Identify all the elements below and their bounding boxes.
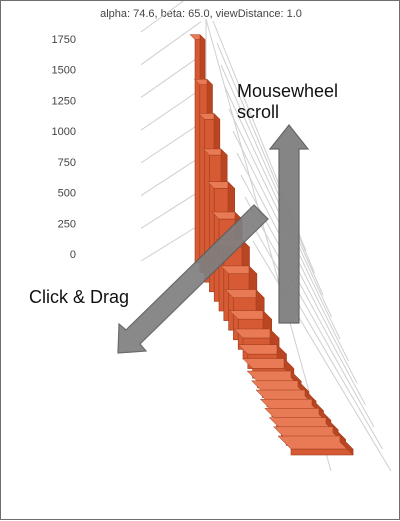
scroll-label-line2: scroll	[237, 102, 280, 122]
y-tick-label: 500	[58, 188, 76, 200]
horizontal-gridline	[140, 122, 202, 164]
view-status-text: alpha: 74.6, beta: 65.0, viewDistance: 1…	[100, 8, 302, 20]
y-tick-label: 750	[58, 157, 76, 169]
horizontal-gridline	[140, 223, 202, 262]
click-drag-arrow	[117, 204, 269, 354]
horizontal-gridline	[140, 1, 185, 33]
floor-gridline	[220, 64, 324, 296]
drag-arrow-icon	[117, 204, 269, 354]
y-tick-label: 1000	[52, 126, 76, 138]
floor-gridline	[244, 196, 375, 428]
mousewheel-scroll-label: Mousewheel scroll	[237, 81, 338, 123]
y-tick-label: 1500	[52, 65, 76, 77]
scroll-arrow-icon	[268, 124, 310, 324]
horizontal-gridline	[140, 88, 202, 131]
mousewheel-scroll-arrow	[268, 124, 310, 324]
scroll-label-line1: Mousewheel	[237, 81, 339, 101]
horizontal-gridline	[140, 156, 202, 196]
floor-gridline	[248, 218, 383, 450]
horizontal-gridline	[140, 21, 202, 66]
horizontal-gridline	[140, 189, 202, 229]
y-tick-label: 1250	[52, 95, 76, 107]
floor-gridline	[224, 86, 332, 318]
floor-gridline	[252, 240, 392, 472]
bar-21	[277, 435, 354, 456]
bar-series	[189, 33, 354, 456]
y-tick-label: 0	[70, 249, 76, 261]
y-tick-label: 1750	[52, 34, 76, 46]
y-tick-label: 250	[58, 218, 76, 230]
bar-side-face	[339, 435, 354, 456]
y-axis-tick-labels: 0 250 500 750 1000 1250 1500 1750	[52, 34, 76, 261]
bar-front-face	[290, 448, 354, 456]
horizontal-gridline	[140, 55, 202, 98]
click-drag-label: Click & Drag	[29, 287, 130, 307]
